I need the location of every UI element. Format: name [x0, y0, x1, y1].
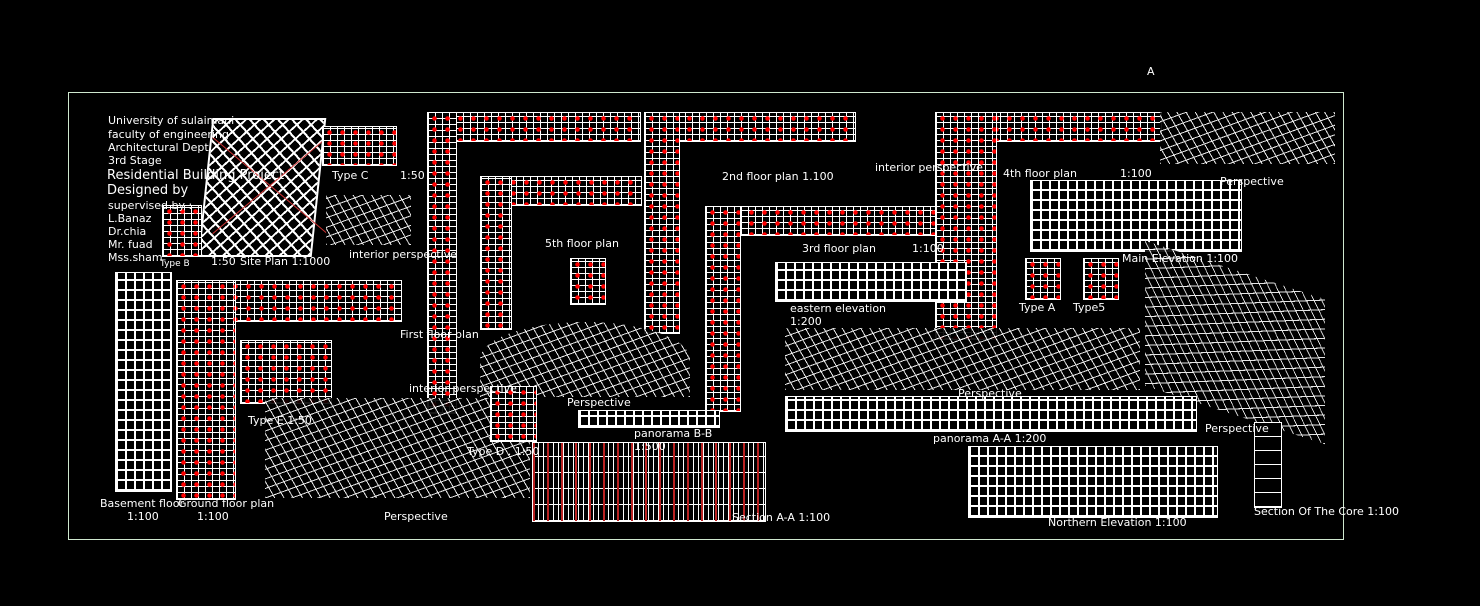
- northern-elevation-label: Northern Elevation 1:100: [1048, 516, 1187, 529]
- second-floor-plan-wing: [656, 112, 856, 142]
- first-floor-label: First floor plan: [400, 328, 479, 341]
- type-c-label: Type C: [332, 169, 369, 182]
- type-a-plan: [1025, 258, 1061, 300]
- ground-floor-label: Ground floor plan: [178, 497, 275, 510]
- interior-perspective-drawing: [326, 195, 411, 245]
- panorama-aa-label: panorama A-A 1:200: [933, 432, 1047, 445]
- section-aa-drawing: [532, 442, 766, 522]
- supervisor: Mss.sham: [108, 251, 163, 264]
- fifth-floor-plan-wing: [427, 112, 457, 414]
- eastern-elevation-label: eastern elevation: [790, 302, 887, 315]
- mid-perspective-drawing: [785, 328, 1140, 390]
- type-e-label: Type E 1:50: [248, 414, 312, 427]
- faculty-text: faculty of engineering: [108, 128, 229, 141]
- department-text: Architectural Dept: [108, 141, 209, 154]
- type-b-plan: [162, 205, 202, 257]
- type-d-plan: [490, 386, 537, 442]
- third-floor-plan-wing: [705, 206, 741, 412]
- fifth-floor-plan-wing: [480, 176, 512, 330]
- type-c-plan: [322, 126, 397, 166]
- third-floor-scale: 1:100: [912, 242, 944, 255]
- basement-scale: 1:100: [127, 510, 159, 523]
- type-c-scale: 1:50: [400, 169, 425, 182]
- university-text: University of sulaimani: [108, 114, 235, 127]
- section-mark: A: [1147, 65, 1155, 78]
- fourth-floor-scale: 1:100: [1120, 167, 1152, 180]
- panorama-bb-label: panorama B-B: [634, 427, 713, 440]
- perspective-label: Perspective: [384, 510, 448, 523]
- perspective-label: Perspective: [958, 387, 1022, 400]
- core-section-drawing: [1254, 422, 1282, 508]
- panorama-bb-scale: 1:500: [634, 440, 666, 453]
- top-perspective-drawing: [1160, 112, 1335, 164]
- stage-text: 3rd Stage: [108, 154, 162, 167]
- northern-elevation-drawing: [968, 446, 1218, 518]
- type-e-plan: [240, 340, 332, 404]
- type-5-label: Type5: [1073, 301, 1106, 314]
- main-elevation-drawing: [1030, 180, 1242, 252]
- main-elevation-label: Main Elevation 1:100: [1122, 252, 1239, 265]
- basement-label: Basement floor: [100, 497, 184, 510]
- supervisor: Mr. fuad: [108, 238, 153, 251]
- type-a-label: Type A: [1019, 301, 1056, 314]
- interior-perspective-label: interior perspective: [409, 382, 517, 395]
- ground-floor-plan: [176, 280, 236, 500]
- project-title: Residential Building Project: [107, 168, 285, 183]
- fourth-floor-plan-wing: [935, 112, 997, 340]
- type-d-label: Type D . 1:50: [467, 445, 540, 458]
- perspective-label: Perspective: [1220, 175, 1284, 188]
- second-floor-label: 2nd floor plan 1.100: [722, 170, 834, 183]
- unit-plan: [570, 258, 606, 305]
- center-perspective-drawing: [480, 322, 690, 397]
- panorama-aa-drawing: [785, 396, 1197, 432]
- interior-perspective-label: interior perspective: [349, 248, 457, 261]
- interior-perspective-label: interior perspective: [875, 161, 983, 174]
- perspective-label: Perspective: [1205, 422, 1269, 435]
- type-b-scale: 1:50: [211, 255, 236, 268]
- supervisor: Dr.chia: [108, 225, 147, 238]
- designer-text: Designed by: [107, 183, 189, 198]
- perspective-label: Perspective: [567, 396, 631, 409]
- second-floor-plan-wing: [644, 112, 680, 334]
- core-section-label: Section Of The Core 1:100: [1254, 505, 1400, 518]
- supervisor: L.Banaz: [108, 212, 152, 225]
- ground-floor-scale: 1:100: [197, 510, 229, 523]
- supervised-text: supervised by :: [108, 199, 193, 212]
- fourth-floor-label: 4th floor plan: [1003, 167, 1077, 180]
- eastern-elevation-scale: 1:200: [790, 315, 822, 328]
- fifth-floor-label: 5th floor plan: [545, 237, 619, 250]
- third-floor-label: 3rd floor plan: [802, 242, 876, 255]
- bottom-perspective-drawing: [265, 398, 530, 498]
- fifth-floor-plan-wing: [427, 112, 641, 142]
- site-plan-label: Site Plan 1:1000: [240, 255, 331, 268]
- section-aa-label: Section A-A 1:100: [732, 511, 831, 524]
- basement-floor-plan: [115, 272, 172, 492]
- type-b-label: Type B: [160, 259, 190, 269]
- sheet-border: [68, 92, 1344, 540]
- panorama-bb-drawing: [578, 410, 720, 428]
- eastern-elevation-drawing: [775, 262, 967, 302]
- third-floor-plan-wing: [705, 206, 947, 236]
- type-5-plan: [1083, 258, 1119, 300]
